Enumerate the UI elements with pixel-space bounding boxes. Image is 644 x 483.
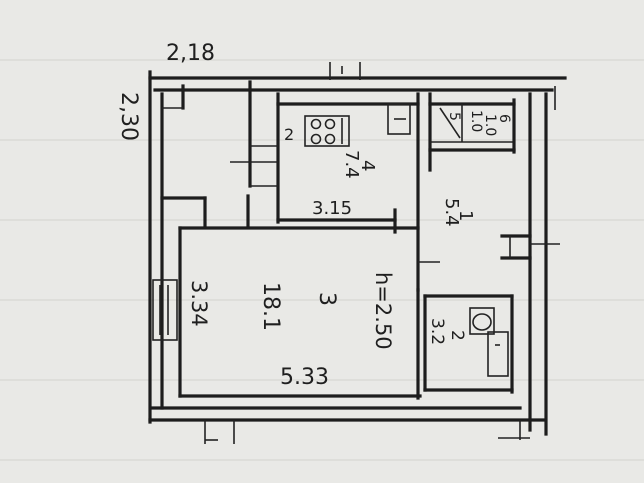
closet-walls	[428, 98, 516, 154]
right-wall-marks	[498, 86, 556, 440]
room-6-area: 1.0	[482, 114, 498, 136]
stove-label: 2	[284, 125, 294, 144]
room-1-area: 5.4	[441, 198, 462, 227]
room-4-area: 7.4	[341, 150, 362, 179]
dim-kitchen-width: 3.15	[312, 198, 352, 219]
room-4-number: 4	[357, 160, 378, 171]
room-5-number: 5	[446, 112, 462, 121]
washbasin-icon	[487, 331, 509, 377]
bathroom-walls	[423, 294, 514, 394]
living-room-walls	[178, 226, 422, 400]
room-3-area: 18.1	[258, 282, 283, 331]
room-1-number: 1	[455, 210, 476, 221]
toilet-icon	[469, 307, 495, 335]
room-5-area: 1.0	[468, 110, 484, 132]
kitchen-sink-icon	[387, 103, 411, 135]
corridor-walls	[418, 234, 560, 263]
dim-top-width: 2,18	[166, 41, 215, 66]
room-2-area: 3.2	[427, 318, 447, 345]
outer-walls	[148, 70, 567, 436]
ceiling-height: h=2.50	[371, 272, 395, 350]
entry-door	[204, 420, 235, 444]
hall-partitions	[160, 80, 280, 228]
room-2-number: 2	[447, 330, 467, 341]
dim-left-height: 2,30	[116, 92, 141, 141]
left-window	[152, 279, 178, 341]
room-3-number: 3	[314, 292, 339, 306]
room-6-number: 6	[496, 114, 512, 123]
top-window	[329, 62, 361, 80]
stove-icon	[304, 115, 350, 147]
kitchen-walls	[276, 92, 432, 292]
dim-living-width: 5.33	[280, 365, 329, 390]
dim-living-height: 3.34	[187, 280, 211, 327]
